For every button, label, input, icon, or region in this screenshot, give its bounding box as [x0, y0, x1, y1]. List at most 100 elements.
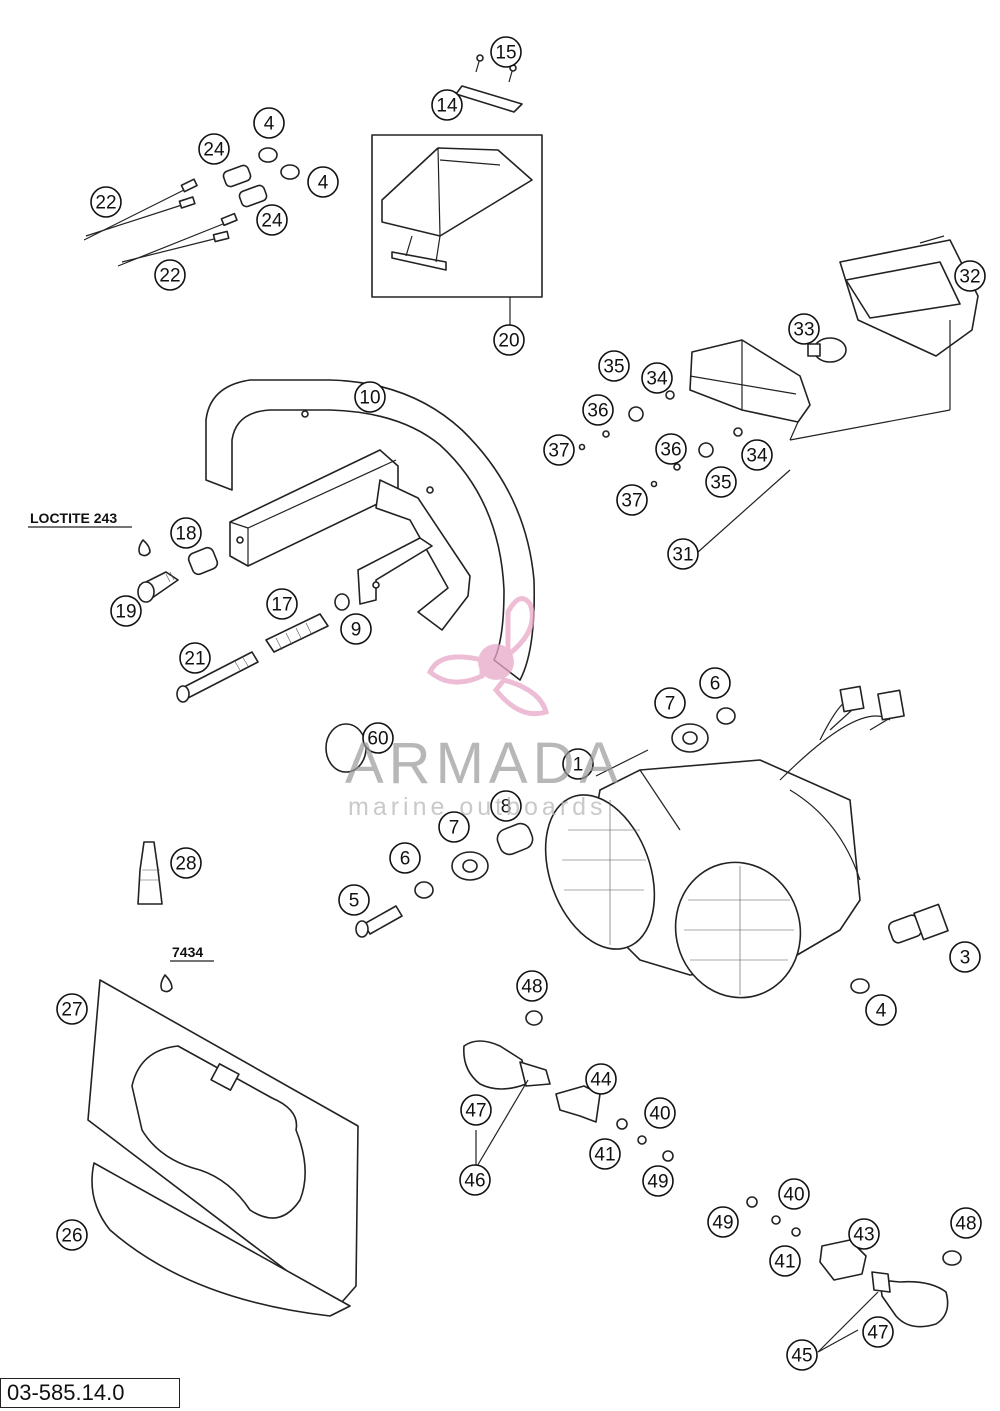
callout-label: 7: [449, 818, 460, 839]
callout-label: 3: [960, 948, 971, 969]
callout-7a: 7: [654, 687, 686, 719]
watermark-propeller-logo: [426, 596, 550, 717]
callout-label: 14: [436, 96, 458, 117]
drawing-number: 03-585.14.0: [0, 1378, 180, 1408]
leader-1: [595, 749, 649, 777]
callout-10: 10: [354, 381, 386, 413]
callout-label: 34: [746, 446, 768, 467]
callout-47b: 47: [862, 1316, 894, 1348]
callout-circle: [950, 1207, 982, 1239]
callout-24a: 24: [198, 133, 230, 165]
callout-4a: 4: [253, 107, 285, 139]
part-headlight-unit-1: [544, 699, 891, 999]
callout-circle: [431, 89, 463, 121]
callout-circle: [954, 260, 986, 292]
callout-label: 33: [793, 320, 814, 341]
callout-circle: [516, 970, 548, 1002]
callout-22b: 22: [154, 259, 186, 291]
part-bulb-48a: [525, 1010, 543, 1026]
part-spring-17: [265, 613, 329, 653]
callout-label: 37: [621, 491, 642, 512]
callout-36b: 36: [655, 433, 687, 465]
callout-circle: [667, 538, 699, 570]
callout-label: 47: [465, 1101, 486, 1122]
callout-label: 36: [587, 401, 608, 422]
callout-label: 26: [61, 1226, 82, 1247]
part-spacer-8: [496, 822, 534, 856]
callout-label: 36: [660, 440, 681, 461]
callout-circle: [655, 433, 687, 465]
callout-label: 4: [264, 114, 275, 135]
leader-31: [697, 469, 791, 553]
callout-label: 9: [351, 620, 362, 641]
callout-36a: 36: [582, 394, 614, 426]
callout-label: 47: [867, 1323, 888, 1344]
callout-43: 43: [848, 1218, 880, 1250]
callout-47a: 47: [460, 1094, 492, 1126]
callout-circle: [253, 107, 285, 139]
callout-41b: 41: [769, 1245, 801, 1277]
callout-21: 21: [179, 642, 211, 674]
callout-circle: [56, 1219, 88, 1251]
part-indicator-lens-47a: [463, 1040, 527, 1090]
callout-circle: [705, 466, 737, 498]
callout-1: 1: [562, 748, 594, 780]
part-washers-40-49a: [616, 1118, 674, 1162]
callout-19: 19: [110, 595, 142, 627]
callout-label: 4: [876, 1001, 887, 1022]
callout-4c: 4: [865, 994, 897, 1026]
callout-label: 18: [175, 524, 196, 545]
callout-34b: 34: [741, 439, 773, 471]
callout-label: 17: [271, 595, 292, 616]
callout-label: 37: [548, 441, 569, 462]
callout-label: 34: [646, 369, 668, 390]
part-tail-bulb-33: [807, 337, 847, 363]
callout-circle: [362, 722, 394, 754]
part-loctite-drop: [138, 539, 151, 557]
callout-6a: 6: [699, 667, 731, 699]
part-bolt-5: [355, 905, 403, 938]
callout-8: 8: [490, 790, 522, 822]
callout-32: 32: [954, 260, 986, 292]
callout-label: 1: [573, 755, 584, 776]
sealant-note: 7434: [172, 944, 203, 960]
callout-6b: 6: [389, 842, 421, 874]
part-screw-19: [137, 571, 179, 603]
callout-circle: [641, 362, 673, 394]
part-washer-9: [334, 593, 350, 611]
part-sealant-drop: [160, 974, 173, 993]
part-windshield-26: [91, 1162, 351, 1317]
callout-circle: [198, 133, 230, 165]
leader-45-a: [817, 1291, 879, 1353]
callout-label: 35: [710, 473, 731, 494]
callout-26: 26: [56, 1219, 88, 1251]
callout-5: 5: [338, 884, 370, 916]
callout-circle: [493, 324, 525, 356]
callout-circle: [543, 434, 575, 466]
callout-circle: [788, 313, 820, 345]
callout-18: 18: [170, 517, 202, 549]
callout-label: 32: [959, 267, 980, 288]
callout-7b: 7: [438, 811, 470, 843]
callout-label: 48: [521, 977, 542, 998]
callout-label: 15: [495, 43, 516, 64]
callout-circle: [354, 381, 386, 413]
callout-label: 5: [349, 891, 360, 912]
callout-label: 6: [710, 674, 721, 695]
loctite-note: LOCTITE 243: [30, 510, 117, 526]
callout-label: 40: [783, 1185, 804, 1206]
leader-46-b: [475, 1079, 529, 1169]
callout-circle: [340, 613, 372, 645]
callout-circle: [90, 186, 122, 218]
callout-40a: 40: [644, 1097, 676, 1129]
callout-37b: 37: [616, 484, 648, 516]
part-bulb-48b: [942, 1250, 962, 1266]
callout-circle: [179, 642, 211, 674]
callout-label: 21: [184, 649, 205, 670]
callout-circle: [699, 667, 731, 699]
callout-37a: 37: [543, 434, 575, 466]
callout-label: 7: [665, 694, 676, 715]
callout-label: 43: [853, 1225, 874, 1246]
callout-label: 40: [649, 1104, 670, 1125]
callout-49b: 49: [707, 1206, 739, 1238]
